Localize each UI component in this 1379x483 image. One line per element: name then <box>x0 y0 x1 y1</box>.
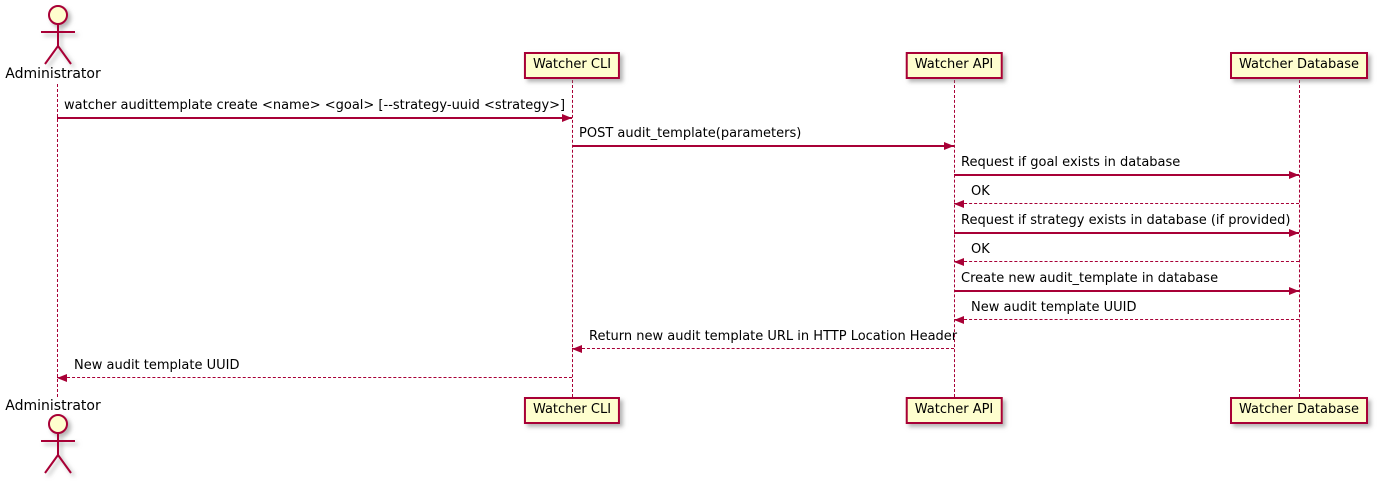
arrowhead-icon <box>562 114 572 122</box>
arrowhead-icon <box>1289 229 1299 237</box>
participant-box-watcher-database: Watcher Database <box>1230 397 1368 424</box>
message-line <box>954 319 1299 320</box>
actor-icon <box>41 414 75 474</box>
message-line <box>954 174 1299 176</box>
lifeline-watcher-api <box>954 80 955 397</box>
message-line <box>954 203 1299 204</box>
participant-box-watcher-api: Watcher API <box>905 397 1003 424</box>
message-line <box>954 232 1299 234</box>
message-label: OK <box>971 184 990 199</box>
participant-box-watcher-database: Watcher Database <box>1230 52 1368 79</box>
arrowhead-icon <box>954 258 964 266</box>
message-label: Request if goal exists in database <box>961 155 1181 170</box>
message-label: OK <box>971 242 990 257</box>
message-label: Return new audit template URL in HTTP Lo… <box>589 329 958 344</box>
arrowhead-icon <box>572 345 582 353</box>
message-line <box>954 261 1299 262</box>
message-label: Request if strategy exists in database (… <box>961 213 1291 228</box>
message-label: POST audit_template(parameters) <box>579 126 802 141</box>
message-label: New audit template UUID <box>971 300 1137 315</box>
message-label: Create new audit_template in database <box>961 271 1219 286</box>
lifeline-administrator <box>57 84 58 397</box>
message-line <box>57 117 572 119</box>
lifeline-watcher-cli <box>572 80 573 397</box>
actor-label: Administrator <box>5 66 101 82</box>
arrowhead-icon <box>1289 287 1299 295</box>
message-line <box>572 348 954 349</box>
arrowhead-icon <box>1289 171 1299 179</box>
actor-label: Administrator <box>5 398 101 414</box>
arrowhead-icon <box>954 200 964 208</box>
arrowhead-icon <box>954 316 964 324</box>
message-label: watcher audittemplate create <name> <goa… <box>64 98 566 113</box>
message-line <box>572 145 954 147</box>
message-label: New audit template UUID <box>74 358 240 373</box>
actor-icon <box>41 5 75 65</box>
lifeline-watcher-database <box>1299 80 1300 397</box>
participant-box-watcher-api: Watcher API <box>905 52 1003 79</box>
message-line <box>954 290 1299 292</box>
arrowhead-icon <box>57 374 67 382</box>
arrowhead-icon <box>944 142 954 150</box>
participant-box-watcher-cli: Watcher CLI <box>523 52 621 79</box>
message-line <box>57 377 572 378</box>
participant-box-watcher-cli: Watcher CLI <box>523 397 621 424</box>
